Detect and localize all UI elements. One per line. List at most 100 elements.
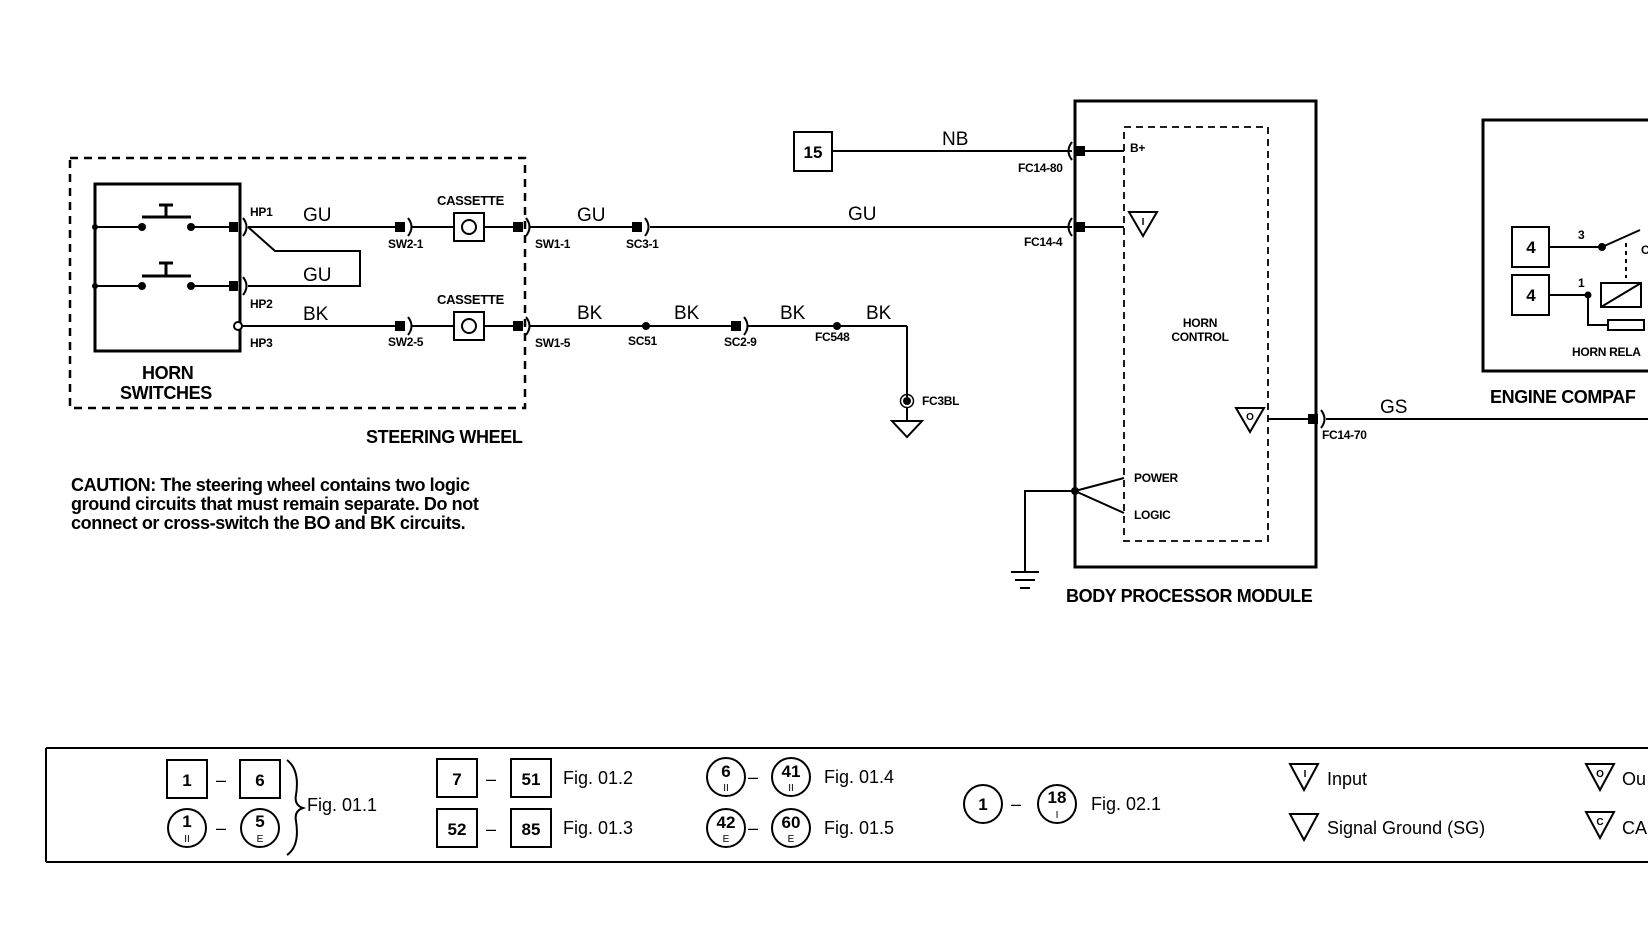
engine-box-4-a-text: 4 xyxy=(1526,238,1536,257)
svg-text:51: 51 xyxy=(522,770,541,789)
legend-g4-circle-b xyxy=(771,757,811,797)
svg-text:85: 85 xyxy=(522,820,541,839)
wire-label-gs: GS xyxy=(1380,397,1407,418)
fuse-15-box xyxy=(793,131,833,172)
legend-g6-circle-a xyxy=(963,784,1003,824)
wire-label-nb: NB xyxy=(942,129,968,150)
svg-text:I: I xyxy=(1304,769,1307,780)
steering-wheel-boundary xyxy=(68,156,527,410)
splice-sc51 xyxy=(642,322,650,330)
svg-text:18: 18 xyxy=(1048,788,1067,807)
svg-text:E: E xyxy=(788,834,795,845)
wire-label-bk-e: BK xyxy=(866,303,892,324)
svg-text:6: 6 xyxy=(255,771,264,790)
legend-g2-box-a xyxy=(436,758,478,798)
wire-label-gu-a: GU xyxy=(303,205,332,226)
horn-control-label-1: HORN xyxy=(1183,316,1217,330)
fc14-4-label: FC14-4 xyxy=(1024,235,1063,249)
sw2-5-label: SW2-5 xyxy=(388,335,424,349)
legend-g4-fig: Fig. 01.4 xyxy=(824,767,894,787)
wire-label-gu-c: GU xyxy=(577,205,606,226)
ground-terminal-fc3bl xyxy=(903,397,911,405)
legend-g5-circle-b xyxy=(771,808,811,848)
svg-text:I: I xyxy=(1056,810,1059,821)
svg-text:–: – xyxy=(748,767,758,787)
legend-g4-circle-a xyxy=(706,757,746,797)
fc14-70-label: FC14-70 xyxy=(1322,428,1367,442)
fc548-label: FC548 xyxy=(815,330,850,344)
legend-g1-box-b xyxy=(239,759,281,799)
svg-text:–: – xyxy=(1011,794,1021,814)
legend-g3-fig: Fig. 01.3 xyxy=(563,818,633,838)
wire-label-bk-d: BK xyxy=(780,303,806,324)
cassette-1 xyxy=(453,212,485,242)
legend-signal-ground-symbol xyxy=(1288,813,1320,843)
svg-text:6: 6 xyxy=(721,762,730,781)
sw2-1-label: SW2-1 xyxy=(388,237,424,251)
legend-input-label: Input xyxy=(1327,769,1367,789)
svg-text:41: 41 xyxy=(782,762,801,781)
svg-text:II: II xyxy=(723,783,729,794)
svg-text:–: – xyxy=(216,818,226,838)
svg-text:E: E xyxy=(257,834,264,845)
cassette-2-label: CASSETTE xyxy=(437,292,505,307)
caution-line-3: connect or cross-switch the BO and BK ci… xyxy=(71,513,465,533)
hp2-label: HP2 xyxy=(250,297,273,311)
svg-text:O: O xyxy=(1246,412,1254,423)
logic-label: LOGIC xyxy=(1134,508,1171,522)
svg-text:1: 1 xyxy=(978,795,987,814)
svg-text:E: E xyxy=(723,834,730,845)
fuse-15-number: 15 xyxy=(804,143,823,162)
hp3-label: HP3 xyxy=(250,336,273,350)
svg-text:52: 52 xyxy=(448,820,467,839)
svg-text:1: 1 xyxy=(182,812,191,831)
hp3-terminal xyxy=(233,321,243,331)
sw1-1-label: SW1-1 xyxy=(535,237,571,251)
legend-signal-ground-label: Signal Ground (SG) xyxy=(1327,818,1485,838)
bpm-title: BODY PROCESSOR MODULE xyxy=(1066,586,1313,606)
engine-compartment-title: ENGINE COMPAF xyxy=(1490,387,1636,407)
svg-text:–: – xyxy=(486,769,496,789)
svg-text:C: C xyxy=(1596,817,1603,828)
legend-g2-fig: Fig. 01.2 xyxy=(563,768,633,788)
power-label: POWER xyxy=(1134,471,1178,485)
legend-can-label: CA xyxy=(1622,818,1647,838)
horn-switch-2 xyxy=(95,261,232,290)
svg-text:O: O xyxy=(1596,769,1604,780)
sc2-9-label: SC2-9 xyxy=(724,335,757,349)
wire-label-gu-b: GU xyxy=(303,265,332,286)
svg-text:42: 42 xyxy=(717,813,736,832)
svg-text:I: I xyxy=(1142,217,1145,228)
svg-text:–: – xyxy=(216,770,226,790)
svg-text:1: 1 xyxy=(182,771,191,790)
svg-text:5: 5 xyxy=(255,812,264,831)
horn-relay-label: HORN RELA xyxy=(1572,345,1641,359)
svg-text:II: II xyxy=(788,783,794,794)
legend-g3-box-a xyxy=(436,808,478,848)
relay-pin-3: 3 xyxy=(1578,228,1585,242)
chassis-ground-symbol xyxy=(1011,571,1039,589)
horn-control-boundary xyxy=(1123,126,1269,542)
cassette-2 xyxy=(453,311,485,341)
sw1-5-label: SW1-5 xyxy=(535,336,571,350)
legend-input-symbol: I xyxy=(1288,763,1320,793)
engine-compartment-box xyxy=(1481,118,1648,373)
relay-pin-1: 1 xyxy=(1578,276,1585,290)
legend-g1-circle-c xyxy=(167,808,207,848)
relay-pin-c: C xyxy=(1641,243,1648,257)
fc14-80-label: FC14-80 xyxy=(1018,161,1063,175)
svg-text:–: – xyxy=(748,818,758,838)
svg-text:–: – xyxy=(486,819,496,839)
legend-g6-circle-b xyxy=(1037,784,1077,824)
cassette-1-label: CASSETTE xyxy=(437,193,505,208)
horn-control-label-2: CONTROL xyxy=(1171,330,1228,344)
signal-ground-symbol xyxy=(889,420,925,439)
legend-g1-brace xyxy=(286,759,307,856)
fc3bl-label: FC3BL xyxy=(922,394,959,408)
horn-switches-title-2: SWITCHES xyxy=(120,383,212,403)
svg-text:60: 60 xyxy=(782,813,801,832)
legend-g1-box-a xyxy=(166,759,208,799)
svg-text:7: 7 xyxy=(452,770,461,789)
caution-line-1: CAUTION: The steering wheel contains two… xyxy=(71,475,470,495)
